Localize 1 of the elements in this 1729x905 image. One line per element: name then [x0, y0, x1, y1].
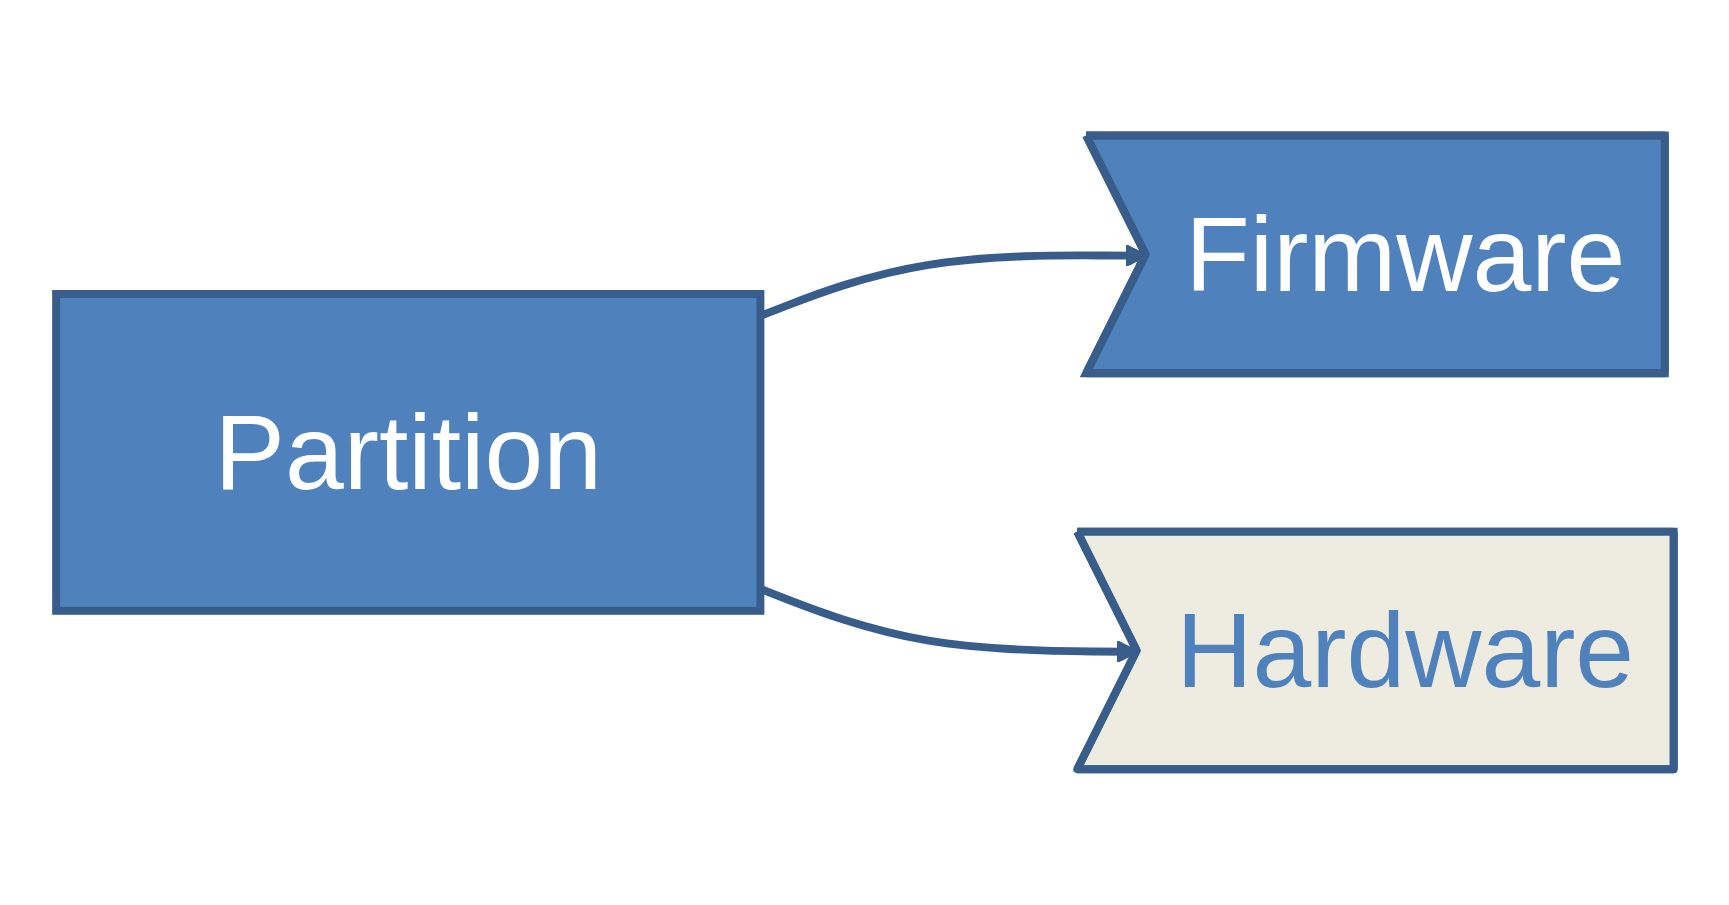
- node-box: Partition: [51, 290, 764, 615]
